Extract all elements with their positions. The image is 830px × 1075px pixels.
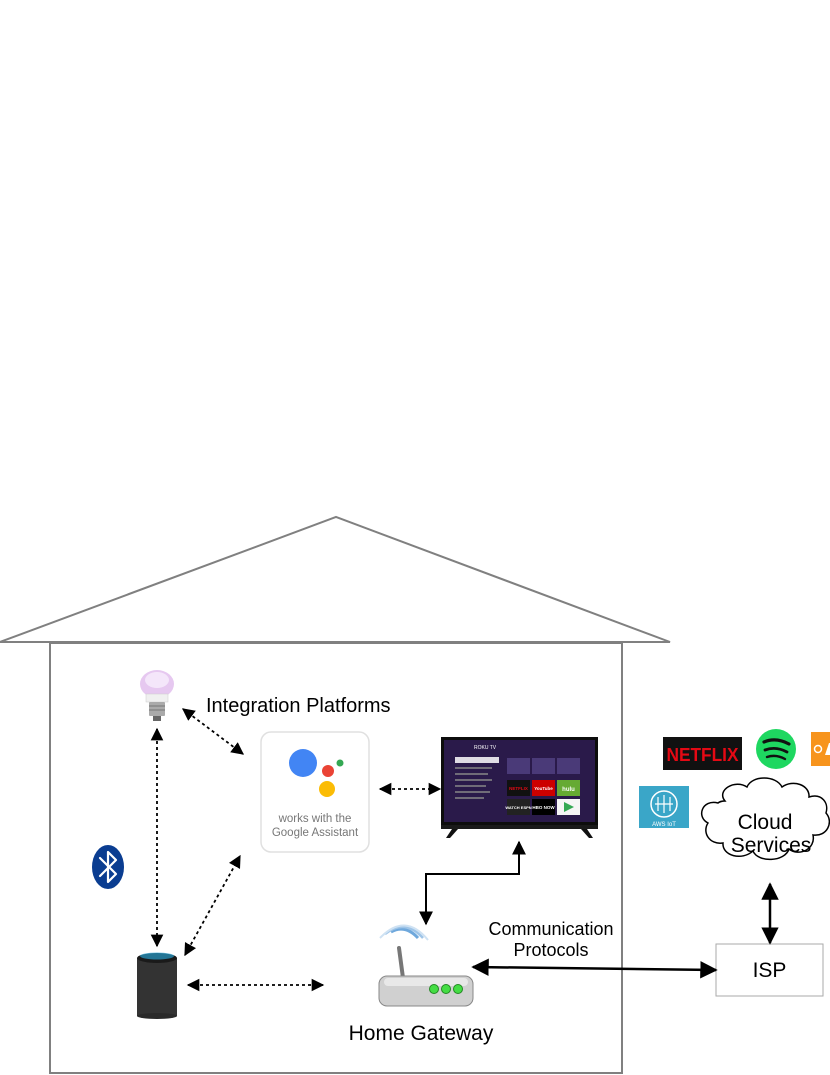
integration-platforms-label: Integration Platforms [206, 695, 391, 717]
cloud-label-line1: Cloud [738, 811, 793, 834]
arrow-router-tv [419, 840, 526, 926]
google-assistant-badge: works with the Google Assistant [260, 731, 370, 853]
bluetooth-icon [92, 845, 124, 889]
cloud-label-line2: Services [731, 834, 812, 857]
router-led-3 [453, 984, 463, 994]
router-led-2 [441, 984, 451, 994]
isp-label: ISP [753, 959, 787, 982]
spotify-logo-icon [756, 729, 796, 769]
tv-tile-hbo: HBO NOW [532, 805, 555, 810]
house-roof [0, 515, 671, 643]
tv-tile-hulu: hulu [562, 787, 575, 793]
cloud-services-shape [700, 777, 830, 861]
smart-tv-icon: ROKU TV NETFLIX YouTube hulu WATCH ESPN … [441, 737, 598, 838]
aws-iot-text: AWS IoT [652, 822, 676, 828]
isp-box [715, 943, 824, 997]
house-body [49, 642, 623, 1074]
communication-label-line1: Communication [488, 919, 613, 939]
tv-brand-text: ROKU TV [474, 745, 497, 751]
router-led-1 [429, 984, 439, 994]
arrow-speaker-google [184, 854, 241, 957]
netflix-logo: NETFLIX [663, 737, 742, 770]
smart-speaker-icon [137, 952, 177, 1019]
aws-iot-logo: AWS IoT [639, 786, 689, 828]
tv-tile-netflix: NETFLIX [509, 786, 528, 791]
router-icon [378, 924, 474, 1007]
google-dot-blue-icon [289, 749, 317, 777]
smart-bulb-icon [140, 670, 174, 721]
google-badge-line1: works with the [278, 813, 352, 825]
communication-label-line2: Protocols [513, 940, 588, 960]
google-dot-green-icon [336, 759, 344, 767]
tv-tile-youtube: YouTube [534, 786, 553, 791]
home-gateway-label: Home Gateway [349, 1022, 494, 1045]
google-dot-red-icon [322, 765, 334, 777]
google-dot-yellow-icon [319, 781, 335, 797]
google-badge-line2: Google Assistant [272, 827, 359, 839]
tv-tile-espn: WATCH ESPN [505, 805, 531, 810]
arrow-bulb-google [181, 708, 245, 755]
netflix-logo-text: NETFLIX [667, 745, 739, 765]
arrow-router-isp [471, 958, 718, 979]
partial-orange-logo [811, 732, 830, 766]
